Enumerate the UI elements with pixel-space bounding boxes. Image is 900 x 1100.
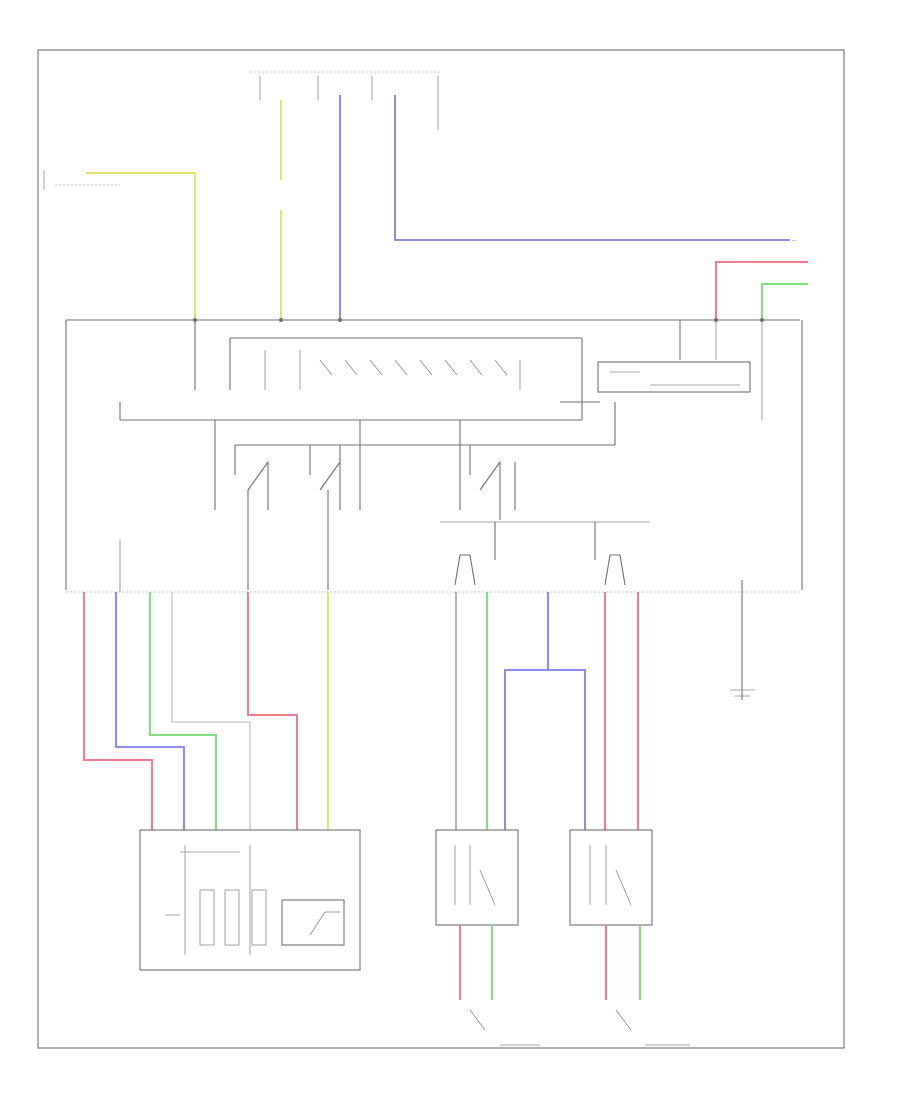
diagram-frame: [37, 49, 845, 1049]
wire-red-left: [83, 592, 153, 830]
control-module: [597, 361, 751, 393]
wire-lightgray-left: [171, 592, 251, 830]
wire-blue-r2: [548, 669, 586, 830]
right-connectors: [440, 521, 650, 586]
relay-switches: [214, 420, 516, 590]
wire-green-left: [149, 592, 217, 830]
wire-red-mid: [247, 592, 298, 830]
wire-blue-right: [394, 95, 790, 241]
wire-yellow-left: [86, 172, 196, 320]
right-feeds: [715, 261, 808, 420]
switch-block: [119, 337, 751, 446]
top-fuse-feeds: —: [250, 71, 796, 320]
right-lower-unit-b: [569, 829, 653, 926]
right-bottom-stubs: [459, 925, 690, 1046]
right-lower-unit-a: [435, 829, 519, 926]
wire-blue-left: [115, 592, 185, 830]
right-lower-wiring: [455, 592, 639, 830]
left-feed: [43, 170, 196, 320]
left-lower-wiring: [83, 592, 329, 830]
wire-blue-r1: [504, 592, 549, 830]
right-ground-stub: [730, 689, 755, 697]
left-lower-unit: [139, 829, 361, 971]
svg-text:—: —: [792, 238, 796, 243]
main-bus: [65, 318, 800, 590]
wire-green-right: [761, 283, 808, 320]
wire-red-right: [715, 261, 808, 320]
